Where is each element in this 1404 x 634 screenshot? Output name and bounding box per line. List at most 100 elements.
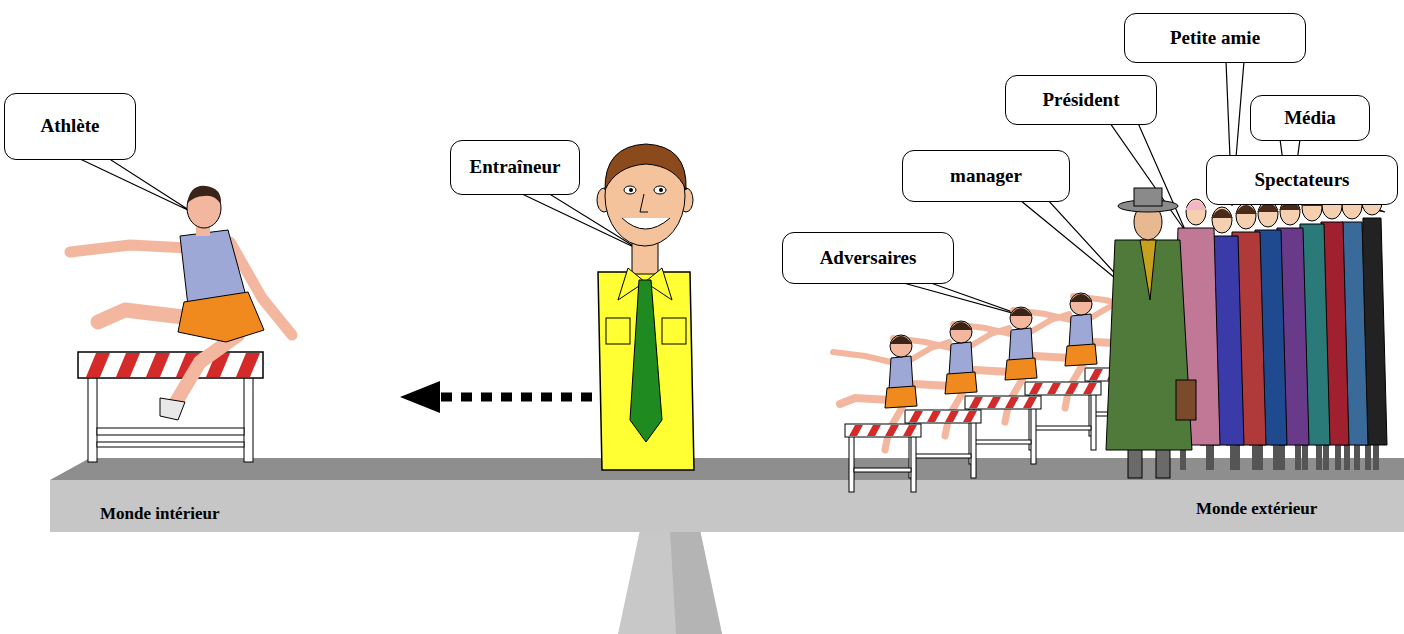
adversary-head [1070,293,1092,315]
speech-bubble: Spectateurs [1206,155,1398,205]
hurdle-top [78,352,263,378]
hurdle-bar [854,468,911,472]
hurdle-leg [1091,394,1096,450]
adversary-hair [890,336,912,344]
athlete-figure [70,186,292,420]
coach-nose [640,194,648,212]
speech-bubble: Athlète [4,93,136,160]
speech-bubble: manager [902,150,1070,202]
adversary-arm [907,342,949,362]
hurdle-stripe [909,411,923,422]
speech-bubble: Président [1005,75,1157,125]
coach-pocket [662,318,686,344]
hurdle-stripe [927,411,941,422]
hurdle-stripe [1029,383,1043,394]
adversary-top [949,342,973,376]
hurdle-stripe [1047,383,1061,394]
coach-mouth [622,218,670,229]
hurdle-stripe [867,425,881,436]
spectator-head [1212,207,1232,233]
hurdle-stripe [963,411,977,422]
adversary [833,335,949,492]
coach-pocket [606,318,630,344]
hurdle-leg [88,376,97,462]
hurdle-bar [97,442,244,447]
hurdle-leg [911,436,916,492]
hurdle-leg [1031,408,1036,464]
spectator-hair [1211,209,1233,218]
adversary-shorts [1005,358,1037,380]
coach-pupil [659,188,663,192]
adversary-shorts [1065,344,1097,366]
hurdle-stripe [1083,383,1097,394]
spectator-hair [1235,205,1257,214]
athlete-leg [176,335,238,402]
adversary-arm [1027,314,1069,334]
hurdle-bar [1034,426,1091,430]
hurdle-bar [97,428,244,435]
hurdle-stripe [903,425,917,436]
spectator-hair [1185,201,1207,210]
adversary-head [890,335,912,357]
spectator-head [1236,203,1256,229]
bubble-text: Petite amie [1170,28,1260,49]
arrow-head [400,381,440,413]
spectator-man [1106,188,1196,478]
athlete-shorts [178,292,264,342]
adversary-top [1069,314,1093,348]
adversary-head [1010,307,1032,329]
fulcrum-shade [670,530,722,634]
hurdle-stripe [1023,397,1037,408]
bubble-text: Adversaires [820,248,917,269]
bubble-text: Média [1284,108,1336,129]
hurdle-stripe [945,411,959,422]
bubble-text: Athlète [40,116,99,137]
coach-figure [597,144,694,470]
adversary-hair [1070,294,1092,302]
hurdle-top [965,396,1041,409]
hurdle-stripe [236,353,260,377]
hurdle-stripe [885,425,899,436]
hurdle-bar [974,440,1031,444]
hurdle-stripe [116,353,140,377]
coach-shirt [598,272,694,470]
bubble-tail [900,282,1030,318]
athlete-shoe [160,398,185,420]
adversary-top [1009,328,1033,362]
speech-bubble: Média [1250,95,1370,141]
speech-bubble: Petite amie [1124,13,1306,63]
coach-pupil [629,188,633,192]
coach-eye [624,186,636,194]
bubble-text: Entraîneur [470,157,561,178]
hurdle-stripe [987,397,1001,408]
hurdle-leg [971,422,976,478]
coach-tie [630,280,662,442]
hurdle-stripe [146,353,170,377]
hurdle-stripe [1089,369,1103,380]
hurdle-top [905,410,981,423]
coach-eye [654,186,666,194]
hurdle-leg [849,436,854,492]
bubble-text: manager [950,166,1022,187]
world-label: Monde intérieur [100,504,219,524]
hurdle-stripes [86,353,260,377]
adversary-top [889,356,913,390]
beam-front [50,480,1404,532]
adversary-hair [1010,308,1032,316]
world-label: Monde extérieur [1196,499,1317,519]
speech-bubble: Entraîneur [450,140,580,195]
adversary-arm [967,328,1009,348]
bubble-text: Spectateurs [1255,170,1350,191]
adversary-shorts [945,372,977,394]
hurdle-stripe [849,425,863,436]
hurdle-top [845,424,921,437]
dashed-arrow [440,393,592,402]
athlete-hair [187,186,221,204]
hurdle-stripe [1005,397,1019,408]
hurdle-bar [914,454,971,458]
speech-bubble: Adversaires [782,232,954,284]
hurdle-top [1025,382,1101,395]
adversary-hair [950,322,972,330]
